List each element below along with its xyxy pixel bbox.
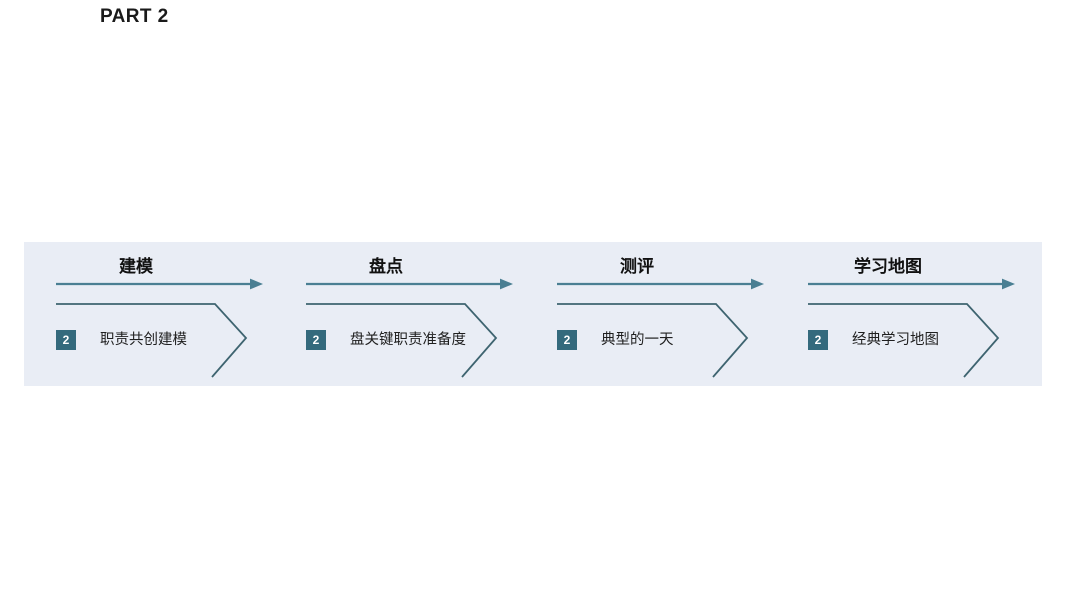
page-title: PART 2 [100,6,169,27]
process-step-2-label: 盘关键职责准备度 [350,332,466,348]
process-step-4-arrow-graphic [808,278,1015,378]
process-step-4-title: 学习地图 [854,257,922,276]
process-step-4-label: 经典学习地图 [852,332,939,348]
process-step-4[interactable]: 学习地图 2 经典学习地图 [776,242,1026,386]
process-step-2-arrow-graphic [306,278,513,378]
process-step-1-label: 职责共创建模 [100,332,187,348]
process-step-2-badge: 2 [306,330,326,350]
process-step-1-badge: 2 [56,330,76,350]
process-step-1-title: 建模 [119,257,153,276]
process-step-2[interactable]: 盘点 2 盘关键职责准备度 [274,242,524,386]
process-diagram-panel: 建模 2 职责共创建模 盘点 2 盘关键职责准备度 测评 [24,242,1042,386]
process-step-4-badge: 2 [808,330,828,350]
process-step-1-arrow-graphic [56,278,263,378]
process-step-3-label: 典型的一天 [601,332,674,348]
process-step-3-title: 测评 [620,257,654,276]
process-step-3-badge: 2 [557,330,577,350]
process-step-3-arrow-graphic [557,278,764,378]
process-step-1[interactable]: 建模 2 职责共创建模 [24,242,274,386]
process-step-3[interactable]: 测评 2 典型的一天 [525,242,775,386]
process-step-2-title: 盘点 [369,257,403,276]
